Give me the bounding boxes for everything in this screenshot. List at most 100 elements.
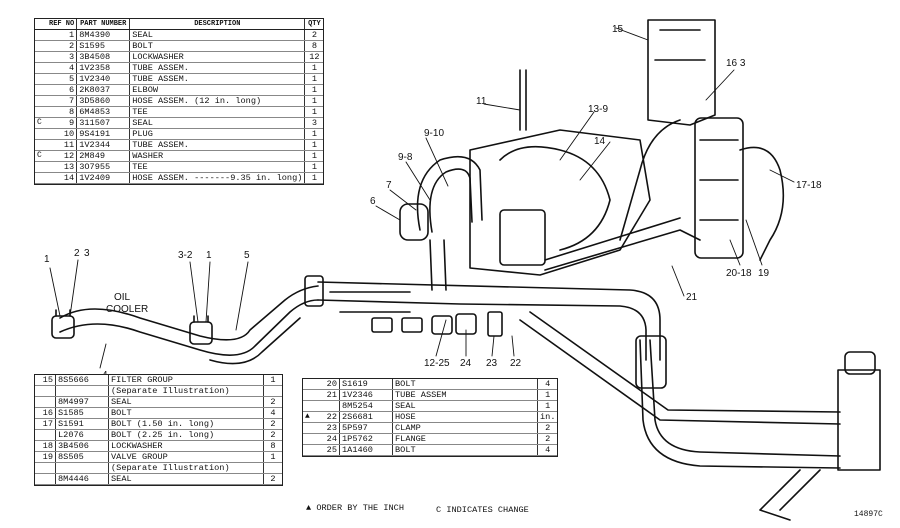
- header-desc: DESCRIPTION: [129, 19, 306, 30]
- callout-19: 19: [758, 268, 770, 279]
- cell-qty: 4: [537, 444, 558, 456]
- callout-23: 23: [486, 358, 498, 369]
- flange-left: [51, 315, 75, 339]
- cell-part: 311507: [76, 117, 131, 129]
- cell-desc: BOLT (2.25 in. long): [108, 429, 264, 441]
- cell-ref: 5: [47, 73, 78, 85]
- cell-part: 1V2409: [76, 172, 131, 184]
- hose-22-b: [639, 339, 841, 469]
- cell-ch: [303, 444, 315, 456]
- callout-14: 14: [594, 136, 606, 147]
- callout-12-25: 12-25: [424, 358, 450, 369]
- cell-qty: 1: [263, 451, 282, 463]
- callout-1b: 1: [206, 250, 212, 261]
- cell-qty: 8: [263, 440, 282, 452]
- cell-part: 1V2344: [76, 139, 131, 151]
- tube-right-d: [544, 217, 681, 261]
- cell-qty: 1: [304, 84, 324, 96]
- cell-desc: SEAL: [108, 473, 264, 485]
- flange-mid: [189, 321, 213, 345]
- cell-desc: SEAL: [108, 396, 264, 408]
- cell-part: 1V2346: [339, 389, 393, 401]
- cell-desc: HOSE: [392, 411, 538, 423]
- cell-ref: 8: [47, 106, 78, 118]
- cell-desc: HOSE ASSEM. -------9.35 in. long): [129, 172, 306, 184]
- cell-desc: FILTER GROUP: [108, 375, 264, 386]
- cell-desc: PLUG: [129, 128, 306, 140]
- callout-17-18: 17-18: [796, 180, 822, 191]
- callout-1: 1: [44, 254, 50, 265]
- cell-part: 8S505: [55, 451, 109, 463]
- cell-ref: 6: [47, 84, 78, 96]
- cell-desc: BOLT (1.50 in. long): [108, 418, 264, 430]
- cell-ref: [35, 385, 56, 397]
- cell-qty: 2: [304, 29, 324, 41]
- tube-right-a: [619, 119, 681, 241]
- cell-desc: HOSE ASSEM. (12 in. long): [129, 95, 306, 107]
- cell-ref: 4: [47, 62, 78, 74]
- tube-11: [519, 69, 527, 131]
- cell-ref: 16: [35, 407, 56, 419]
- cell-part: S1619: [339, 379, 393, 390]
- cell-qty: 1: [537, 389, 558, 401]
- cell-ch: [35, 128, 47, 140]
- callout-11: 11: [476, 96, 487, 107]
- cell-part: 6M4853: [76, 106, 131, 118]
- cell-part: S1591: [55, 418, 109, 430]
- tank-outlet: [759, 469, 821, 521]
- cell-desc: TUBE ASSEM.: [129, 73, 306, 85]
- cell-part: 1V2340: [76, 73, 131, 85]
- cell-ch: ▲: [303, 411, 315, 423]
- callout-6: 6: [370, 196, 376, 207]
- cell-desc: ELBOW: [129, 84, 306, 96]
- cell-desc: SEAL: [129, 29, 306, 41]
- main-tube-b: [317, 299, 647, 361]
- cell-ref: 14: [47, 172, 78, 184]
- cell-qty: 1: [537, 400, 558, 412]
- cell-ch: [35, 139, 47, 151]
- cell-desc: SEAL: [392, 400, 538, 412]
- cell-part: 8M4446: [55, 473, 109, 485]
- cell-ref: 1: [47, 29, 78, 41]
- engine-block: [469, 129, 651, 276]
- cell-ch: C: [35, 117, 47, 129]
- cell-ref: 7: [47, 95, 78, 107]
- callout-16-3: 16 3: [726, 58, 746, 69]
- cell-ch: [35, 84, 47, 96]
- cell-part: 5P597: [339, 422, 393, 434]
- cell-qty: 1: [304, 161, 324, 173]
- oil-cooler-tube-return: [209, 317, 301, 365]
- callout-2: 2: [74, 248, 80, 259]
- callout-3-2: 3-2: [178, 250, 193, 261]
- cell-qty: [263, 462, 282, 474]
- cell-desc: LOCKWASHER: [108, 440, 264, 452]
- cell-ref: [35, 473, 56, 485]
- tube-21: [519, 311, 841, 425]
- cell-ch: [35, 29, 47, 41]
- cell-ref: 17: [35, 418, 56, 430]
- cell-qty: 1: [304, 128, 324, 140]
- cell-ch: [303, 422, 315, 434]
- cell-ref: 18: [35, 440, 56, 452]
- cell-part: 1V2358: [76, 62, 131, 74]
- cell-ref: 24: [315, 433, 340, 445]
- callout-20-18: 20-18: [726, 268, 752, 279]
- cell-ref: [35, 396, 56, 408]
- cell-ref: [35, 429, 56, 441]
- cell-part: 3B4508: [76, 51, 131, 63]
- cell-desc: TEE: [129, 106, 306, 118]
- valve-housing: [694, 117, 744, 259]
- tube-right-c: [544, 229, 701, 271]
